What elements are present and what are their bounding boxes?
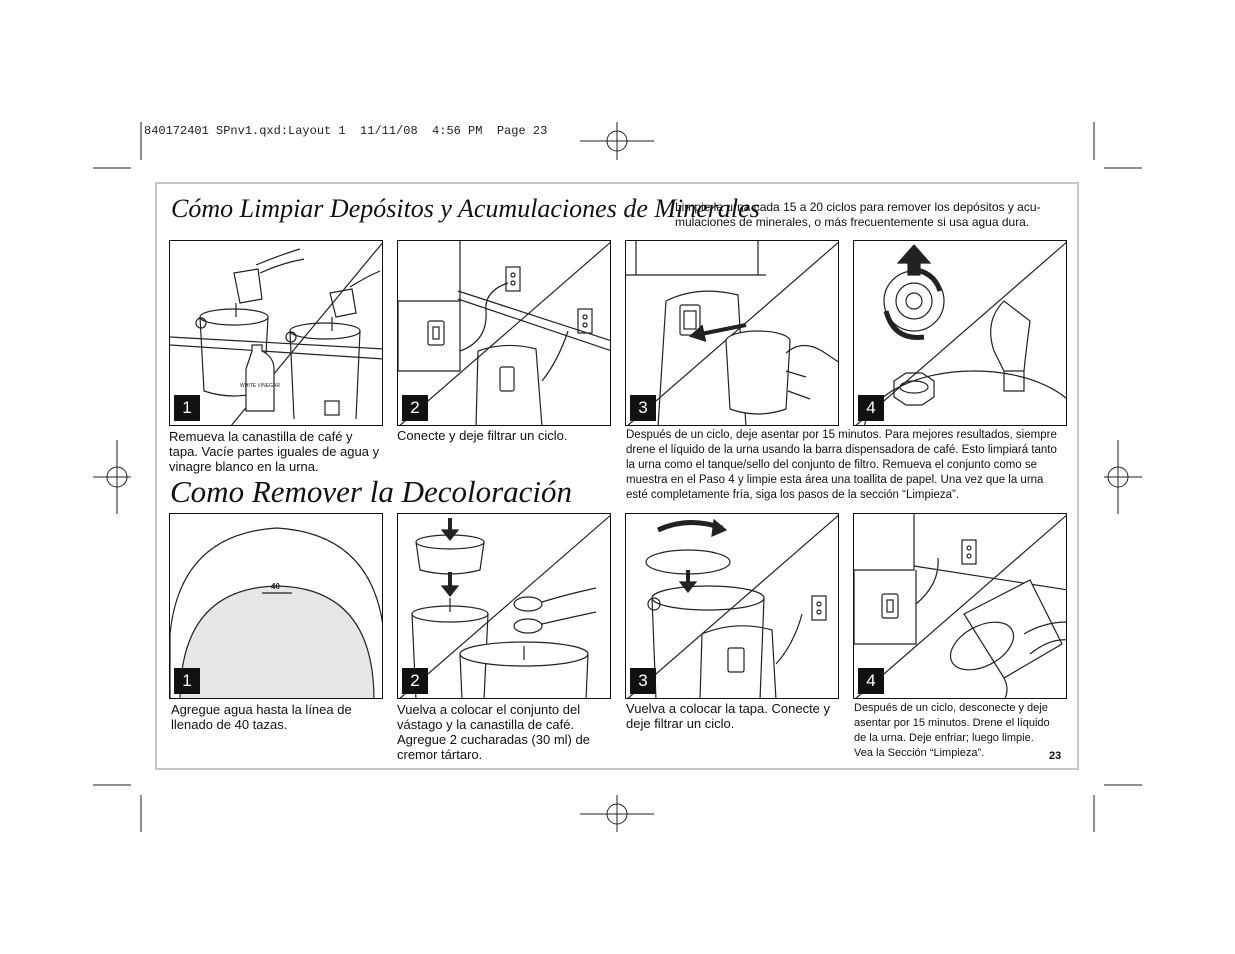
fill-line-mark: 40 xyxy=(271,582,280,591)
section-title-mineral: Cómo Limpiar Depósitos y Acumulaciones d… xyxy=(171,194,760,223)
registration-mark-left xyxy=(93,440,131,514)
step-3-mineral-caption: Después de un ciclo, deje asentar por 15… xyxy=(626,429,1057,501)
step-1-mineral-illustration: WHITE VINEGAR 1 xyxy=(169,240,383,426)
bottle-label: WHITE VINEGAR xyxy=(240,383,280,389)
registration-mark-right xyxy=(1104,440,1142,514)
step-2-discoloration-caption: Vuelva a colocar el conjunto del vástago… xyxy=(397,702,590,762)
step-number-badge: 4 xyxy=(858,395,884,421)
step-3-discoloration-caption: Vuelva a colocar la tapa. Conecte y deje… xyxy=(626,701,831,731)
step-number-badge: 2 xyxy=(402,668,428,694)
step-1-discoloration-caption: Agregue agua hasta la línea de llenado d… xyxy=(171,702,352,732)
step-3-discoloration-illustration: 3 xyxy=(625,513,839,699)
step-4-discoloration-caption: Después de un ciclo, desconecte y deje a… xyxy=(854,702,1050,759)
step-2-mineral-caption: Conecte y deje filtrar un ciclo. xyxy=(397,428,568,443)
registration-mark-top xyxy=(580,122,654,160)
content-frame xyxy=(155,182,1079,770)
step-number-badge: 3 xyxy=(630,668,656,694)
step-number-badge: 1 xyxy=(174,395,200,421)
file-slug: 840172401 SPnv1.qxd:Layout 1 11/11/08 4:… xyxy=(144,124,548,138)
step-number-badge: 4 xyxy=(858,668,884,694)
step-3-mineral-illustration: 3 xyxy=(625,240,839,426)
step-number-badge: 1 xyxy=(174,668,200,694)
page-number: 23 xyxy=(1049,750,1062,762)
step-number-badge: 3 xyxy=(630,395,656,421)
step-4-mineral-illustration: 4 xyxy=(853,240,1067,426)
step-2-mineral-illustration: 2 xyxy=(397,240,611,426)
step-1-discoloration-illustration: 40 1 xyxy=(169,513,383,699)
section-title-discoloration: Como Remover la Decoloración xyxy=(170,474,573,509)
registration-mark-bottom xyxy=(580,795,654,832)
step-1-mineral-caption: Remueva la canastilla de café y tapa. Va… xyxy=(169,429,380,474)
step-2-discoloration-illustration: 2 xyxy=(397,513,611,699)
step-4-discoloration-illustration: 4 xyxy=(853,513,1067,699)
section-intro: Limpie la urna cada 15 a 20 ciclos para … xyxy=(675,200,1041,229)
step-number-badge: 2 xyxy=(402,395,428,421)
